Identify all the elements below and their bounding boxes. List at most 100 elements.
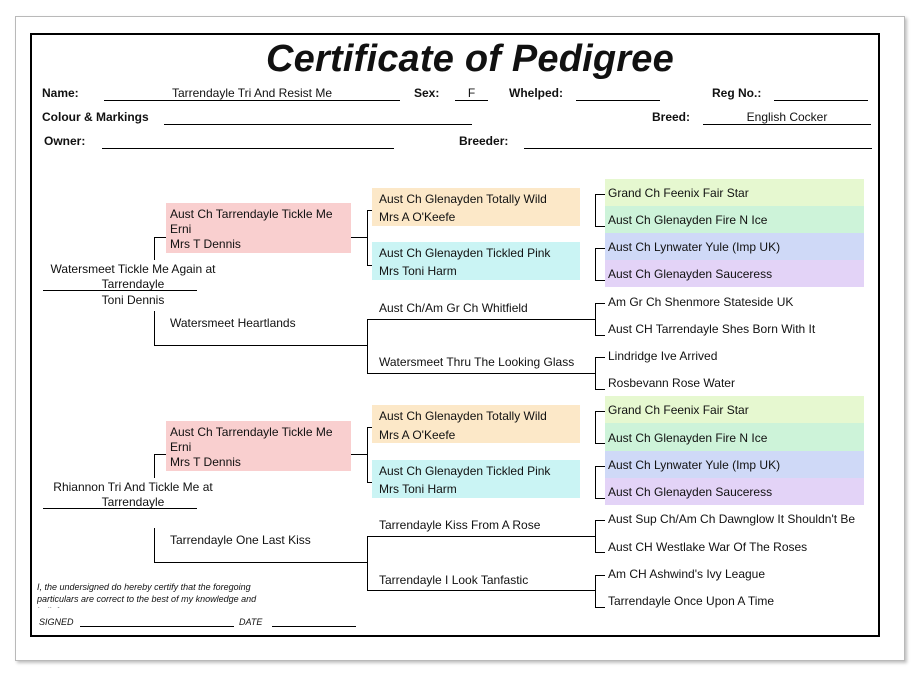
bracket-line	[595, 194, 605, 195]
date-line	[272, 626, 356, 627]
bracket-line	[595, 248, 605, 249]
bracket-line	[595, 607, 605, 608]
g4-dam-2: Aust Ch Glenayden Fire N Ice	[608, 431, 768, 445]
bracket-line	[154, 345, 367, 346]
breed-label: Breed:	[652, 110, 691, 124]
g4-sire-2: Aust Ch Glenayden Fire N Ice	[608, 213, 768, 227]
owner-label: Owner:	[44, 134, 86, 148]
bracket-line	[154, 454, 155, 478]
dam-dam-name: Tarrendayle One Last Kiss	[170, 533, 311, 547]
dam-sire-name: Aust Ch Tarrendayle Tickle Me Erni	[170, 425, 333, 454]
sire-sire-sire-name: Aust Ch Glenayden Totally Wild	[379, 192, 547, 206]
bracket-line	[595, 194, 596, 226]
sex-value: F	[467, 86, 476, 100]
dam-name-line2: Tarrendayle	[101, 495, 165, 509]
name-value: Tarrendayle Tri And Resist Me	[171, 86, 333, 100]
g4-box-1	[605, 179, 864, 206]
dam-sire-sire-box	[372, 405, 580, 443]
bracket-line	[595, 335, 605, 336]
whelped-label: Whelped:	[509, 86, 563, 100]
bracket-line	[595, 498, 605, 499]
bracket-line	[595, 520, 596, 552]
bracket-line	[595, 226, 605, 227]
g4-box-7	[605, 451, 864, 478]
owner-underline	[102, 148, 394, 149]
dam-sire-dam-owner: Mrs Toni Harm	[379, 482, 457, 496]
g4-dam-1: Grand Ch Feenix Fair Star	[608, 403, 749, 417]
bracket-line	[595, 575, 605, 576]
bracket-line	[595, 466, 596, 498]
g4-dam-3: Aust Ch Lynwater Yule (Imp UK)	[608, 458, 781, 472]
dam-sire-dam-box	[372, 460, 580, 498]
whelped-underline	[576, 100, 660, 101]
bracket-line	[595, 248, 596, 280]
g4-sire-6: Aust CH Tarrendayle Shes Born With It	[608, 322, 816, 336]
sire-owner: Toni Dennis	[101, 293, 165, 307]
name-underline	[104, 100, 400, 101]
dam-sire-dam-name: Aust Ch Glenayden Tickled Pink	[379, 464, 551, 478]
signed-label: SIGNED	[39, 617, 74, 627]
dam-dam-sire-name: Tarrendayle Kiss From A Rose	[379, 518, 541, 532]
sire-sire-dam-box	[372, 242, 580, 280]
sire-dam-name: Watersmeet Heartlands	[170, 316, 296, 330]
dam-name-line1: Rhiannon Tri And Tickle Me at	[53, 480, 213, 494]
bracket-line	[595, 520, 605, 521]
bracket-line	[595, 303, 596, 335]
bracket-line	[367, 536, 368, 590]
bracket-line	[595, 466, 605, 467]
g4-box-5	[605, 396, 864, 423]
dam-sire-owner: Mrs T Dennis	[170, 455, 241, 469]
bracket-line	[595, 357, 596, 389]
sire-sire-sire-owner: Mrs A O'Keefe	[379, 210, 456, 224]
dam-dam-dam-name: Tarrendayle I Look Tanfastic	[379, 573, 529, 587]
dam-sire-sire-name: Aust Ch Glenayden Totally Wild	[379, 409, 547, 423]
sire-sire-dam-name: Aust Ch Glenayden Tickled Pink	[379, 246, 551, 260]
bracket-line	[154, 528, 155, 562]
bracket-line	[595, 280, 605, 281]
date-label: DATE	[239, 617, 263, 627]
sire-name-line1: Watersmeet Tickle Me Again at	[50, 262, 216, 276]
bracket-line	[154, 237, 155, 260]
bracket-line	[154, 562, 367, 563]
g4-sire-1: Grand Ch Feenix Fair Star	[608, 186, 749, 200]
g4-box-2	[605, 206, 864, 233]
bracket-line	[595, 411, 605, 412]
sire-dam-sire-name: Aust Ch/Am Gr Ch Whitfield	[379, 301, 528, 315]
certificate-title: Certificate of Pedigree	[266, 38, 674, 80]
breeder-label: Breeder:	[459, 134, 509, 148]
bracket-line	[595, 389, 605, 390]
certificate-frame	[30, 33, 880, 637]
signature-line	[80, 626, 234, 627]
g4-dam-6: Aust CH Westlake War Of The Roses	[608, 540, 808, 554]
g4-dam-7: Am CH Ashwind's Ivy League	[608, 567, 766, 581]
breed-value: English Cocker	[746, 110, 828, 124]
bracket-line	[154, 311, 155, 345]
bracket-line	[595, 443, 605, 444]
g4-box-8	[605, 478, 864, 505]
bracket-line	[595, 303, 605, 304]
g4-sire-5: Am Gr Ch Shenmore Stateside UK	[608, 295, 794, 309]
g4-sire-3: Aust Ch Lynwater Yule (Imp UK)	[608, 240, 781, 254]
g4-box-6	[605, 423, 864, 451]
bracket-line	[367, 210, 368, 265]
sire-sire-name: Aust Ch Tarrendayle Tickle Me Erni	[170, 207, 333, 236]
bracket-line	[595, 411, 596, 443]
reg-no-label: Reg No.:	[712, 86, 762, 100]
sex-label: Sex:	[414, 86, 440, 100]
g4-sire-7: Lindridge Ive Arrived	[608, 349, 718, 363]
bracket-line	[367, 319, 368, 373]
bracket-line	[367, 590, 595, 591]
bracket-line	[595, 357, 605, 358]
bracket-line	[367, 319, 595, 320]
dam-sire-box	[166, 421, 351, 471]
g4-box-3	[605, 233, 864, 260]
dam-sire-sire-owner: Mrs A O'Keefe	[379, 428, 456, 442]
bracket-line	[367, 373, 595, 374]
g4-sire-8: Rosbevann Rose Water	[608, 376, 735, 390]
sire-sire-box	[166, 203, 351, 253]
sire-sire-owner: Mrs T Dennis	[170, 237, 241, 251]
dam-connector	[43, 508, 197, 509]
g4-box-4	[605, 260, 864, 287]
bracket-line	[367, 427, 368, 482]
sire-dam-dam-name: Watersmeet Thru The Looking Glass	[379, 355, 575, 369]
